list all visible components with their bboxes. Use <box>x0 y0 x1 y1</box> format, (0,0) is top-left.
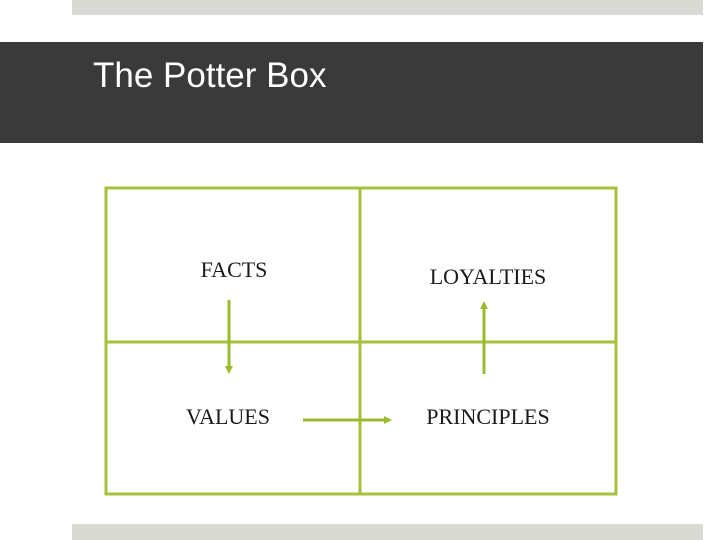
title-band <box>0 42 703 143</box>
slide-title: The Potter Box <box>93 56 327 95</box>
quadrant-label-values: VALUES <box>186 404 270 429</box>
quadrant-label-principles: PRINCIPLES <box>426 404 549 429</box>
quadrant-label-facts: FACTS <box>201 257 268 282</box>
bottom-accent-bar <box>72 524 703 540</box>
top-accent-bar <box>72 0 703 15</box>
quadrant-label-loyalties: LOYALTIES <box>430 264 547 289</box>
